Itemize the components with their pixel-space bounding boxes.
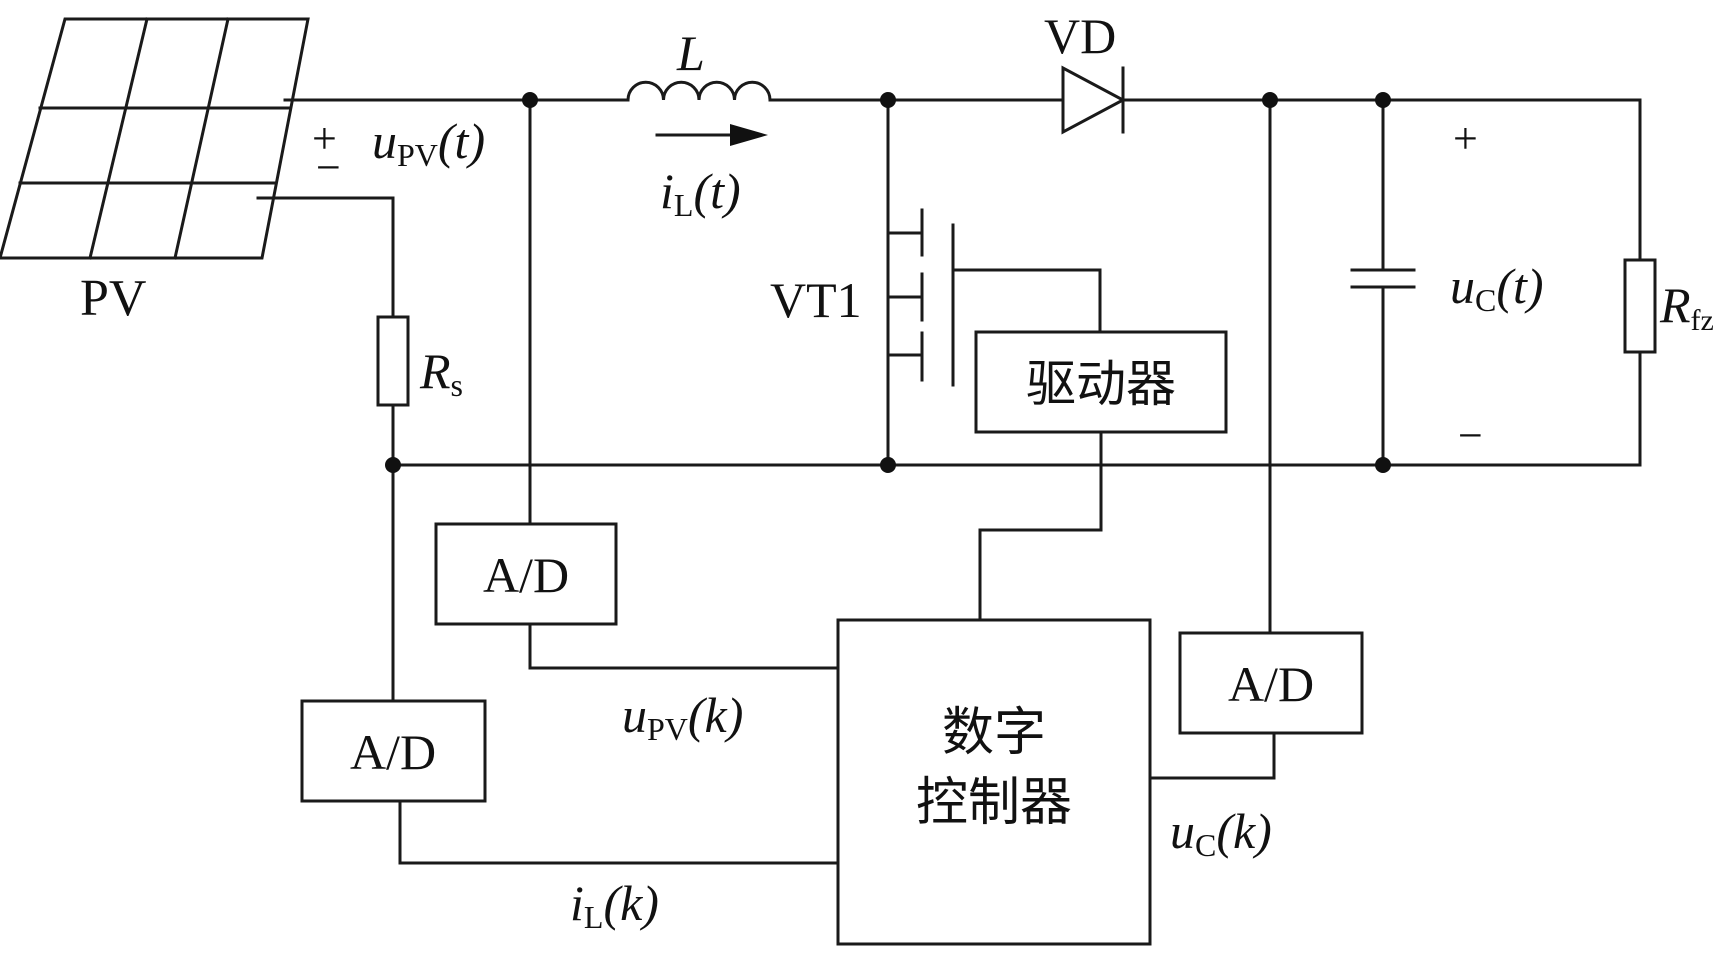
inductor-coil: [626, 80, 772, 102]
switch-label: VT1: [770, 272, 862, 328]
pv-panel: [0, 17, 310, 260]
adc-current-label: A/D: [350, 724, 436, 780]
output-plus-sign: +: [1453, 114, 1478, 163]
pv-label: PV: [80, 270, 146, 327]
adc-output-voltage-label: A/D: [1228, 656, 1314, 712]
capacitor-voltage-label: uC(t): [1450, 258, 1544, 318]
pv-minus-sign: −: [316, 143, 341, 192]
controller-label-line1: 数字: [942, 703, 1046, 763]
output-capacitor: [1350, 268, 1416, 289]
signal-wiring: [398, 624, 1276, 865]
adc-input-voltage: [434, 522, 618, 626]
adc-output-voltage: [1178, 631, 1364, 735]
pv-plus-sign: +: [312, 114, 337, 163]
load-resistor: [1623, 258, 1657, 354]
diode-symbol: [1061, 65, 1127, 135]
current-direction-arrow: [655, 124, 768, 146]
inductor-current-label: iL(t): [660, 163, 741, 223]
sense-resistor: [376, 315, 410, 407]
load-resistor-label: Rfz: [1659, 277, 1714, 337]
driver-box: [974, 330, 1228, 434]
pv-voltage-label: uPV(t): [372, 113, 485, 173]
sampled-pv-voltage-label: uPV(k): [622, 687, 743, 747]
sampled-output-voltage-label: uC(k): [1170, 803, 1272, 863]
adc-input-voltage-label: A/D: [483, 547, 569, 603]
diode-label: VD: [1044, 8, 1116, 64]
sense-resistor-label: Rs: [419, 343, 463, 403]
controller-label-line2: 控制器: [916, 773, 1072, 833]
output-minus-sign: −: [1458, 411, 1483, 460]
digital-controller: [836, 618, 1152, 946]
inductor-label: L: [676, 25, 705, 81]
driver-control-wire: [978, 432, 1103, 622]
junction-dots: [385, 92, 1391, 473]
driver-label: 驱动器: [1026, 355, 1176, 413]
adc-current: [300, 699, 487, 803]
mosfet-switch: [886, 98, 1102, 467]
sampled-current-label: iL(k): [570, 875, 659, 935]
